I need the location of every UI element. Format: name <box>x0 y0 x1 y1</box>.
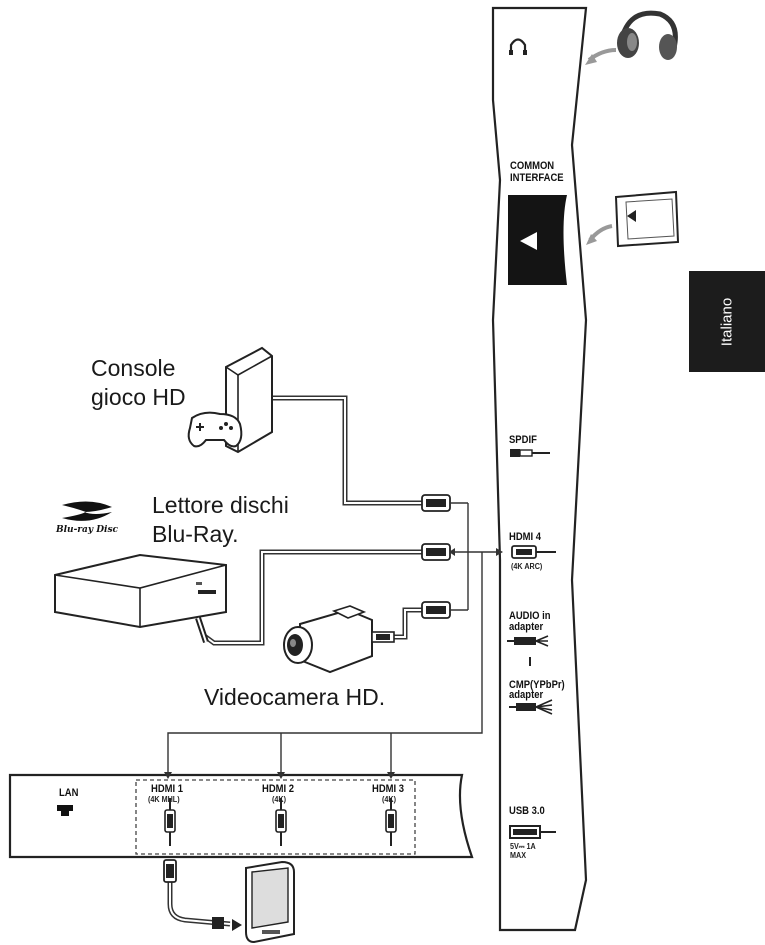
lan-label: LAN <box>59 787 79 799</box>
camcorder-label: Videocamera HD. <box>204 684 386 710</box>
usb-plug-icon <box>509 825 556 839</box>
lan-icon <box>57 805 73 816</box>
av-jack-icon <box>507 635 549 666</box>
ci-slot <box>508 195 567 285</box>
bluray-label-line2: Blu-Ray. <box>152 521 239 547</box>
hdmi-plug-icon <box>275 798 287 846</box>
usb-rating-line2: MAX <box>510 851 527 860</box>
bluray-logo-text: Blu-ray Disc <box>56 525 119 535</box>
av-jack-icon <box>509 699 553 715</box>
audio-in-label-line1: AUDIO in <box>509 610 551 622</box>
cmp-label-line2: adapter <box>509 689 544 701</box>
hdmi4-sublabel: (4K ARC) <box>511 562 543 571</box>
hdmi1-sublabel: (4K MHL) <box>148 795 180 804</box>
hdmi-plug-icon <box>385 798 397 846</box>
cmp-label-line1: CMP(YPbPr) <box>509 679 565 691</box>
hdmi1-label: HDMI 1 <box>151 783 184 795</box>
ci-card-icon <box>614 190 680 248</box>
console-label-line2: gioco HD <box>91 384 186 410</box>
tv-bottom-panel <box>8 773 474 859</box>
camcorder-icon <box>283 605 395 674</box>
tv-side-panel <box>491 6 588 932</box>
hdmi2-sublabel: (4K) <box>272 795 287 804</box>
arrow-left-icon <box>520 232 537 250</box>
audio-in-label-line2: adapter <box>509 621 544 633</box>
mhl-cable <box>163 859 231 929</box>
spdif-label: SPDIF <box>509 434 537 446</box>
headphones-icon <box>617 10 678 60</box>
ci-label-line1: COMMON <box>510 160 555 172</box>
gamepad-icon <box>187 411 243 448</box>
bluray-logo <box>62 501 112 521</box>
hdmi-plug-icon <box>511 545 556 559</box>
bluray-label-line1: Lettore dischi <box>152 492 289 518</box>
hdmi-port-group <box>135 779 416 855</box>
language-tab: Italiano <box>689 271 765 372</box>
hdmi-bus-line <box>167 552 483 776</box>
usb-label: USB 3.0 <box>509 805 545 817</box>
bluray-player-icon <box>54 553 227 643</box>
console-label-line1: Console <box>91 355 176 381</box>
hdmi-plug-icon <box>164 798 176 846</box>
hdmi2-label: HDMI 2 <box>262 783 295 795</box>
hdmi3-sublabel: (4K) <box>382 795 397 804</box>
hdmi-cable-bundle <box>201 395 500 646</box>
language-tab-label: Italiano <box>718 297 736 346</box>
smartphone-icon <box>245 860 295 944</box>
hdmi4-label: HDMI 4 <box>509 531 542 543</box>
hdmi3-label: HDMI 3 <box>372 783 405 795</box>
usb-rating-line1: 5V⎓ 1A <box>510 842 536 851</box>
headphone-port-icon <box>509 38 527 55</box>
ci-label-line2: INTERFACE <box>510 172 564 184</box>
spdif-plug-icon <box>510 449 550 457</box>
